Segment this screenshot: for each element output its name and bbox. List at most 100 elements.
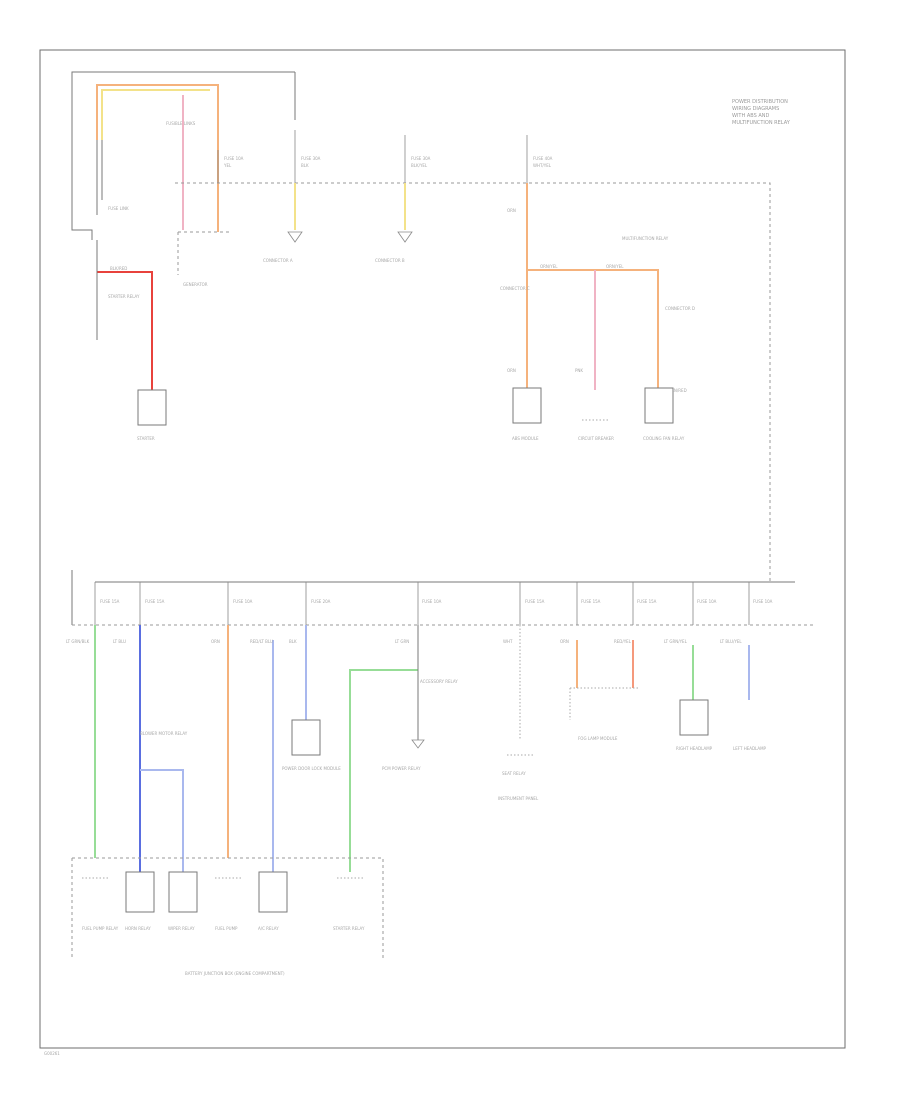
- connector-c-label: CONNECTOR C: [500, 286, 530, 291]
- lower-wire-labels: LT GRN/BLK LT BLU ORN RED/LT BLU BLK LT …: [66, 639, 742, 644]
- lower-wire-label: LT GRN/YEL: [664, 639, 688, 644]
- fuse-label: FUSE 30A: [301, 156, 321, 161]
- diagram-frame: [39, 49, 846, 1049]
- bottom-components: [82, 871, 363, 913]
- starter-relay-label: STARTER RELAY: [108, 294, 140, 299]
- bottom-label-3: WIPER RELAY: [168, 926, 195, 931]
- accessory-relay-label: ACCESSORY RELAY: [420, 679, 458, 684]
- seat-relay-label: SEAT RELAY: [502, 771, 526, 776]
- lower-wire-label: ORN: [211, 639, 220, 644]
- bottom-label-5: A/C RELAY: [258, 926, 279, 931]
- connector-d-label: CONNECTOR D: [665, 306, 695, 311]
- lower-wire-label: LT BLU/YEL: [720, 639, 742, 644]
- title-line-2: WIRING DIAGRAMS: [732, 106, 779, 112]
- cooling-fan-relay-label: COOLING FAN RELAY: [643, 436, 685, 441]
- battery-yellow-wire: [101, 89, 210, 140]
- junction-box-caption: BATTERY JUNCTION BOX (ENGINE COMPARTMENT…: [185, 971, 285, 976]
- wire-label-6: ORN/RED: [668, 388, 687, 393]
- fuse-wire: WHT/YEL: [533, 163, 552, 168]
- blower-relay-label: BLOWER MOTOR RELAY: [140, 731, 188, 736]
- headlamp-r-label: RIGHT HEADLAMP: [676, 746, 713, 751]
- lower-ground-icon: [411, 739, 425, 749]
- lower-fuse-6: FUSE 15A: [525, 599, 545, 604]
- wire-label-2: ORN/YEL: [606, 264, 624, 269]
- headlamp-l-label: LEFT HEADLAMP: [733, 746, 767, 751]
- fuse-label: FUSE 30A: [411, 156, 431, 161]
- fuse-wire: BLK: [301, 163, 309, 168]
- power-door-lock-module: [291, 719, 321, 756]
- fog-module-label: FOG LAMP MODULE: [578, 736, 618, 741]
- generator-box: [177, 231, 232, 275]
- ac-relay: [258, 871, 288, 913]
- lower-wire-label: BLK: [289, 639, 297, 644]
- lower-wire-label: ORN: [560, 639, 569, 644]
- lower-fuse-9: FUSE 10A: [697, 599, 717, 604]
- generator-label: GENERATOR: [183, 282, 208, 287]
- lower-fuse-drops: [94, 582, 750, 625]
- abs-module: [512, 387, 542, 424]
- starter-component: [137, 389, 167, 426]
- pcm-label: PCM POWER RELAY: [382, 766, 421, 771]
- lower-wire-label: RED/LT BLU: [250, 639, 273, 644]
- bottom-label-4: FUEL PUMP: [215, 926, 238, 931]
- title-line-4: MULTIFUNCTION RELAY: [732, 120, 791, 126]
- lower-wire-label: RED/YEL: [614, 639, 632, 644]
- right-headlamp: [679, 699, 709, 736]
- lower-fuse-7: FUSE 15A: [581, 599, 601, 604]
- fuse-wire: YEL: [223, 163, 232, 168]
- starter-red-wire: [97, 271, 153, 390]
- lower-fuse-8: FUSE 15A: [637, 599, 657, 604]
- title-line-3: WITH ABS AND: [732, 113, 770, 119]
- lower-wire-label: LT GRN/BLK: [66, 639, 90, 644]
- fuse-link-label: FUSE LINK: [108, 206, 129, 211]
- upper-fuse-4: FUSE 40A WHT/YEL: [526, 135, 553, 183]
- door-module-label: POWER DOOR LOCK MODULE: [282, 766, 341, 771]
- upper-bus-line: [175, 182, 771, 582]
- battery-black-wire: [71, 71, 295, 240]
- wire-label-1: ORN/YEL: [540, 264, 558, 269]
- lower-wire-label: LT BLU: [113, 639, 126, 644]
- title-line-1: POWER DISTRIBUTION: [732, 99, 788, 105]
- junction-box-outline: [71, 857, 384, 960]
- relay-orange-wire: [527, 269, 659, 390]
- fuse-label: FUSE 40A: [533, 156, 553, 161]
- light-blue-branch-wire: [140, 769, 184, 872]
- lower-fuse-2: FUSE 15A: [145, 599, 165, 604]
- lower-wire-label: LT GRN: [395, 639, 409, 644]
- lower-fuse-3: FUSE 10A: [233, 599, 253, 604]
- figure-id: G00261: [44, 1051, 60, 1056]
- bottom-label-2: HORN RELAY: [125, 926, 151, 931]
- fuse-wire: BLK/YEL: [411, 163, 428, 168]
- fusible-link-bank-label: FUSIBLE LINKS: [166, 121, 196, 126]
- wire-label-4: PNK: [575, 368, 583, 373]
- lower-fuse-1: FUSE 15A: [100, 599, 120, 604]
- lower-wire-label: WHT: [503, 639, 513, 644]
- fog-module-link: [569, 687, 640, 720]
- circuit-breaker-label: CIRCUIT BREAKER: [578, 436, 614, 441]
- cooling-fan-relay: [644, 387, 674, 424]
- wire-label-3: ORN: [507, 208, 516, 213]
- wire-label-5: ORN: [507, 368, 516, 373]
- connector-b-label: CONNECTOR B: [375, 258, 405, 263]
- bottom-label-1: FUEL PUMP RELAY: [82, 926, 119, 931]
- fuse-link-segment: [96, 140, 103, 215]
- lower-fuse-10: FUSE 10A: [753, 599, 773, 604]
- upper-fuse-row: FUSE 10A YEL FUSE 30A BLK FUSE 30A BLK/Y…: [217, 130, 553, 183]
- lower-fuse-row: FUSE 15A FUSE 15A FUSE 10A FUSE 20A FUSE…: [100, 599, 773, 604]
- starter-label: STARTER: [137, 436, 155, 441]
- upper-fuse-3: FUSE 30A BLK/YEL: [404, 135, 431, 183]
- lower-fuse-4: FUSE 20A: [311, 599, 331, 604]
- connector-a-label: CONNECTOR A: [263, 258, 293, 263]
- battery-wire-label: BLK/RED: [110, 266, 127, 271]
- abs-module-label: ABS MODULE: [512, 436, 539, 441]
- multifunction-relay-label: MULTIFUNCTION RELAY: [622, 236, 669, 241]
- green-wire-2: [349, 669, 418, 872]
- upper-fuse-2: FUSE 30A BLK: [294, 130, 321, 183]
- lower-fuse-5: FUSE 10A: [422, 599, 442, 604]
- fuse-label: FUSE 10A: [224, 156, 244, 161]
- bottom-component-labels: FUEL PUMP RELAY HORN RELAY WIPER RELAY F…: [82, 926, 365, 931]
- bottom-label-6: STARTER RELAY: [333, 926, 365, 931]
- upper-fuse-1: FUSE 10A YEL: [217, 150, 244, 183]
- instrument-panel-label: INSTRUMENT PANEL: [498, 796, 539, 801]
